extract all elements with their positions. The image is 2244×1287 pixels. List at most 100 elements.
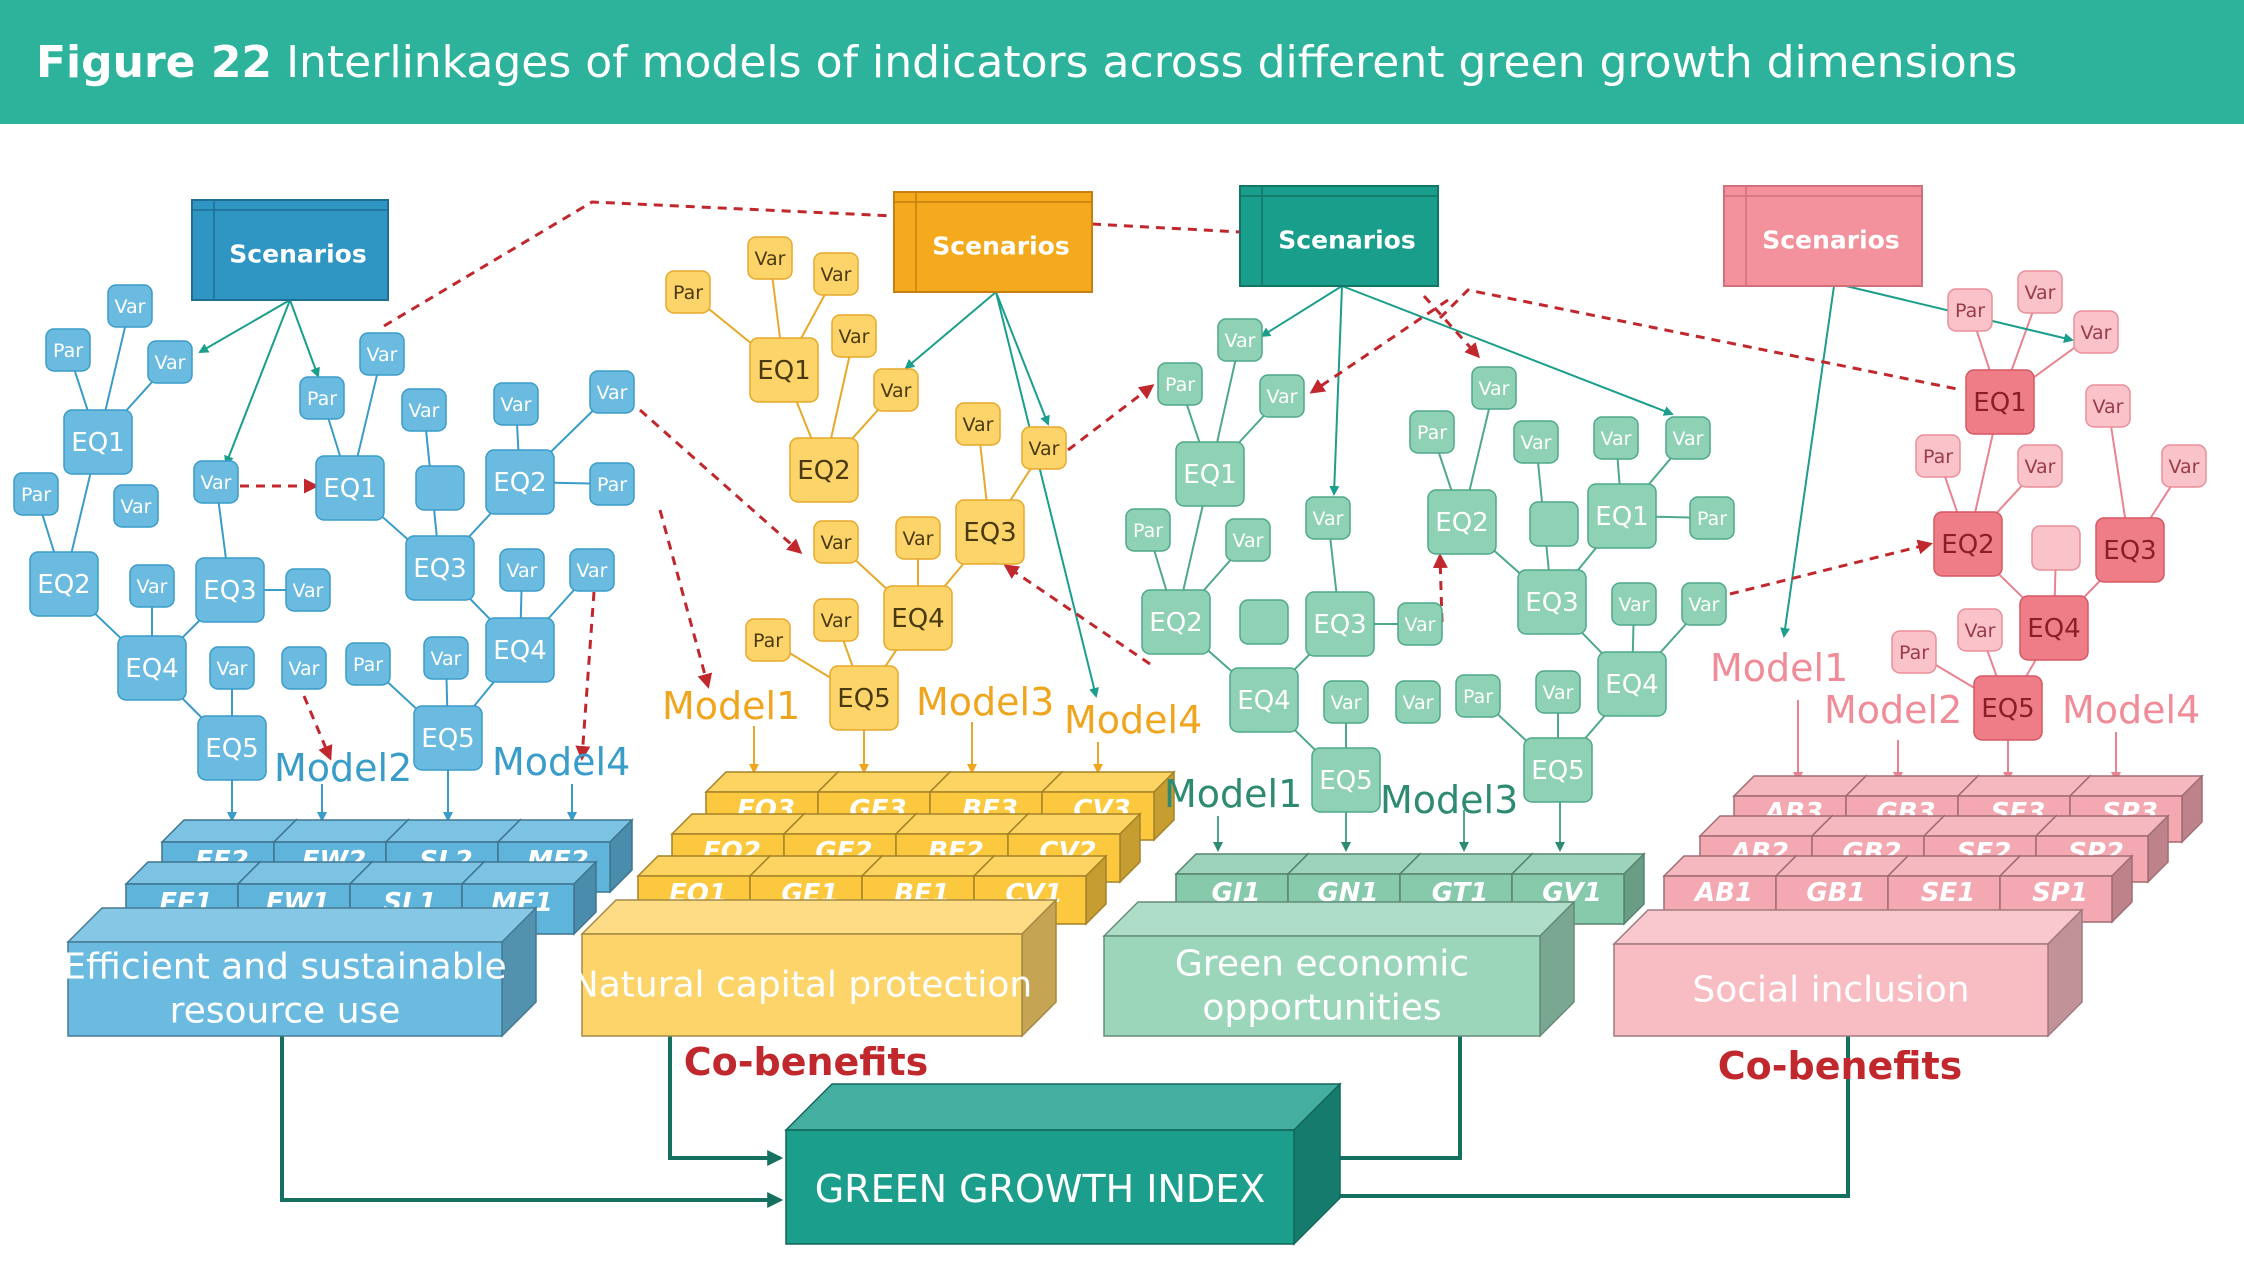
- dimension-economic: [1103, 935, 1541, 1037]
- equation-node-label: EQ3: [1525, 588, 1578, 618]
- equation-node: [955, 499, 1025, 565]
- variable-node-label: Var: [1267, 386, 1298, 408]
- parameter-node: [299, 376, 345, 420]
- parameter-node: [589, 462, 635, 506]
- scenarios-box-yellow-label: Scenarios: [932, 232, 1069, 261]
- model-label: Model4: [2062, 688, 2200, 732]
- equation-node: [197, 715, 267, 781]
- parameter-node-label: Par: [307, 388, 337, 410]
- variable-node: [113, 484, 159, 528]
- dimension-natural-capital-top: [580, 899, 1058, 935]
- parameter-node: [345, 642, 391, 686]
- variable-node: [955, 402, 1001, 446]
- variable-node: [1611, 582, 1657, 626]
- variable-node-label: Var: [821, 264, 852, 286]
- variable-node: [1681, 582, 1727, 626]
- co-benefit-link-arrow: [1422, 294, 1481, 359]
- figure-title: Interlinkages of models of indicators ac…: [286, 37, 2018, 88]
- variable-node: [1225, 518, 1271, 562]
- equation-node-label: EQ2: [37, 570, 90, 600]
- variable-node: [813, 252, 859, 296]
- co-benefits-label: Co-benefits: [1718, 1044, 1963, 1088]
- variable-node-label: Var: [1479, 378, 1510, 400]
- variable-node: [831, 314, 877, 358]
- parameter-node: [1891, 630, 1937, 674]
- variable-node-label: Var: [217, 658, 248, 680]
- variable-node: [499, 548, 545, 592]
- equation-node-label: EQ5: [421, 724, 474, 754]
- variable-node: [2161, 444, 2207, 488]
- variable-node: [107, 284, 153, 328]
- equation-node: [1587, 483, 1657, 549]
- figure-banner: Figure 22 Interlinkages of models of ind…: [0, 0, 2244, 124]
- co-benefit-link-arrow: [639, 408, 803, 554]
- equation-node-label: EQ3: [1313, 610, 1366, 640]
- equation-node-label: EQ4: [493, 636, 546, 666]
- variable-node-label: Var: [577, 560, 608, 582]
- index-flow-arrow: [1296, 1036, 1850, 1204]
- variable-node-label: Var: [431, 648, 462, 670]
- parameter-node-label: Par: [673, 282, 703, 304]
- parameter-node-label: Par: [1955, 300, 1985, 322]
- scenario-link-arrow: [995, 291, 1050, 426]
- equation-node: [485, 449, 555, 515]
- equation-node-label: EQ1: [757, 356, 810, 386]
- parameter-node: [1947, 288, 1993, 332]
- variable-node: [589, 370, 635, 414]
- indicator-cell-top: [1510, 853, 1646, 875]
- parameter-node: [1125, 508, 1171, 552]
- indicator-cell-top: [160, 819, 298, 843]
- variable-node: [423, 636, 469, 680]
- indicator-cell-label: AB1: [1693, 878, 1753, 908]
- co-benefit-link-arrow: [658, 509, 713, 689]
- variable-node-label: Var: [963, 414, 994, 436]
- indicator-cell-top: [1174, 853, 1310, 875]
- equation-node: [1965, 369, 2035, 435]
- parameter-node-label: Par: [53, 340, 83, 362]
- variable-node-label: Var: [839, 326, 870, 348]
- indicator-cell-top: [384, 819, 522, 843]
- variable-node-label: Var: [1331, 692, 1362, 714]
- equation-node: [1175, 441, 1245, 507]
- parameter-node: [45, 328, 91, 372]
- scenarios-box-yellow: [893, 191, 1093, 293]
- green-growth-index-label: GREEN GROWTH INDEX: [815, 1167, 1266, 1211]
- indicator-cell-top: [928, 771, 1064, 793]
- scenario-link-arrow: [224, 299, 291, 466]
- variable-node-label: Var: [1029, 438, 1060, 460]
- parameter-node-label: Par: [1463, 686, 1493, 708]
- parameter-node-label: Par: [1417, 422, 1447, 444]
- indicator-cell-top: [1732, 775, 1868, 797]
- blank-node: [415, 465, 465, 511]
- parameter-node-label: Par: [21, 484, 51, 506]
- variable-node-label: Var: [293, 580, 324, 602]
- variable-node: [1395, 680, 1441, 724]
- equation-node-label: EQ3: [2103, 536, 2156, 566]
- variable-node: [1021, 426, 1067, 470]
- equation-node-label: EQ3: [963, 518, 1016, 548]
- indicator-cell-top: [1006, 813, 1142, 835]
- equation-node: [1427, 489, 1497, 555]
- equation-node-label: EQ5: [1981, 694, 2034, 724]
- equation-node-label: EQ3: [203, 576, 256, 606]
- variable-node-label: Var: [121, 496, 152, 518]
- variable-node-label: Var: [137, 576, 168, 598]
- equation-node: [1141, 589, 1211, 655]
- index-flow-arrow: [280, 1036, 784, 1208]
- indicator-cell-top: [2068, 775, 2204, 797]
- variable-node: [359, 332, 405, 376]
- parameter-node: [1689, 496, 1735, 540]
- parameter-node-label: Par: [753, 630, 783, 652]
- variable-node-label: Var: [1225, 330, 1256, 352]
- model-label: Model2: [274, 746, 412, 790]
- dimension-social-label: Social inclusion: [1692, 970, 1969, 1011]
- indicator-cell-top: [1698, 815, 1834, 837]
- parameter-node-label: Par: [1923, 446, 1953, 468]
- parameter-node-label: Par: [597, 474, 627, 496]
- equation-node: [405, 535, 475, 601]
- variable-node-label: Var: [1689, 594, 1720, 616]
- dimension-resource-use-top: [66, 907, 538, 943]
- indicator-cell-top: [496, 819, 634, 843]
- variable-node-label: Var: [201, 472, 232, 494]
- scenario-link-arrow: [1329, 285, 1343, 496]
